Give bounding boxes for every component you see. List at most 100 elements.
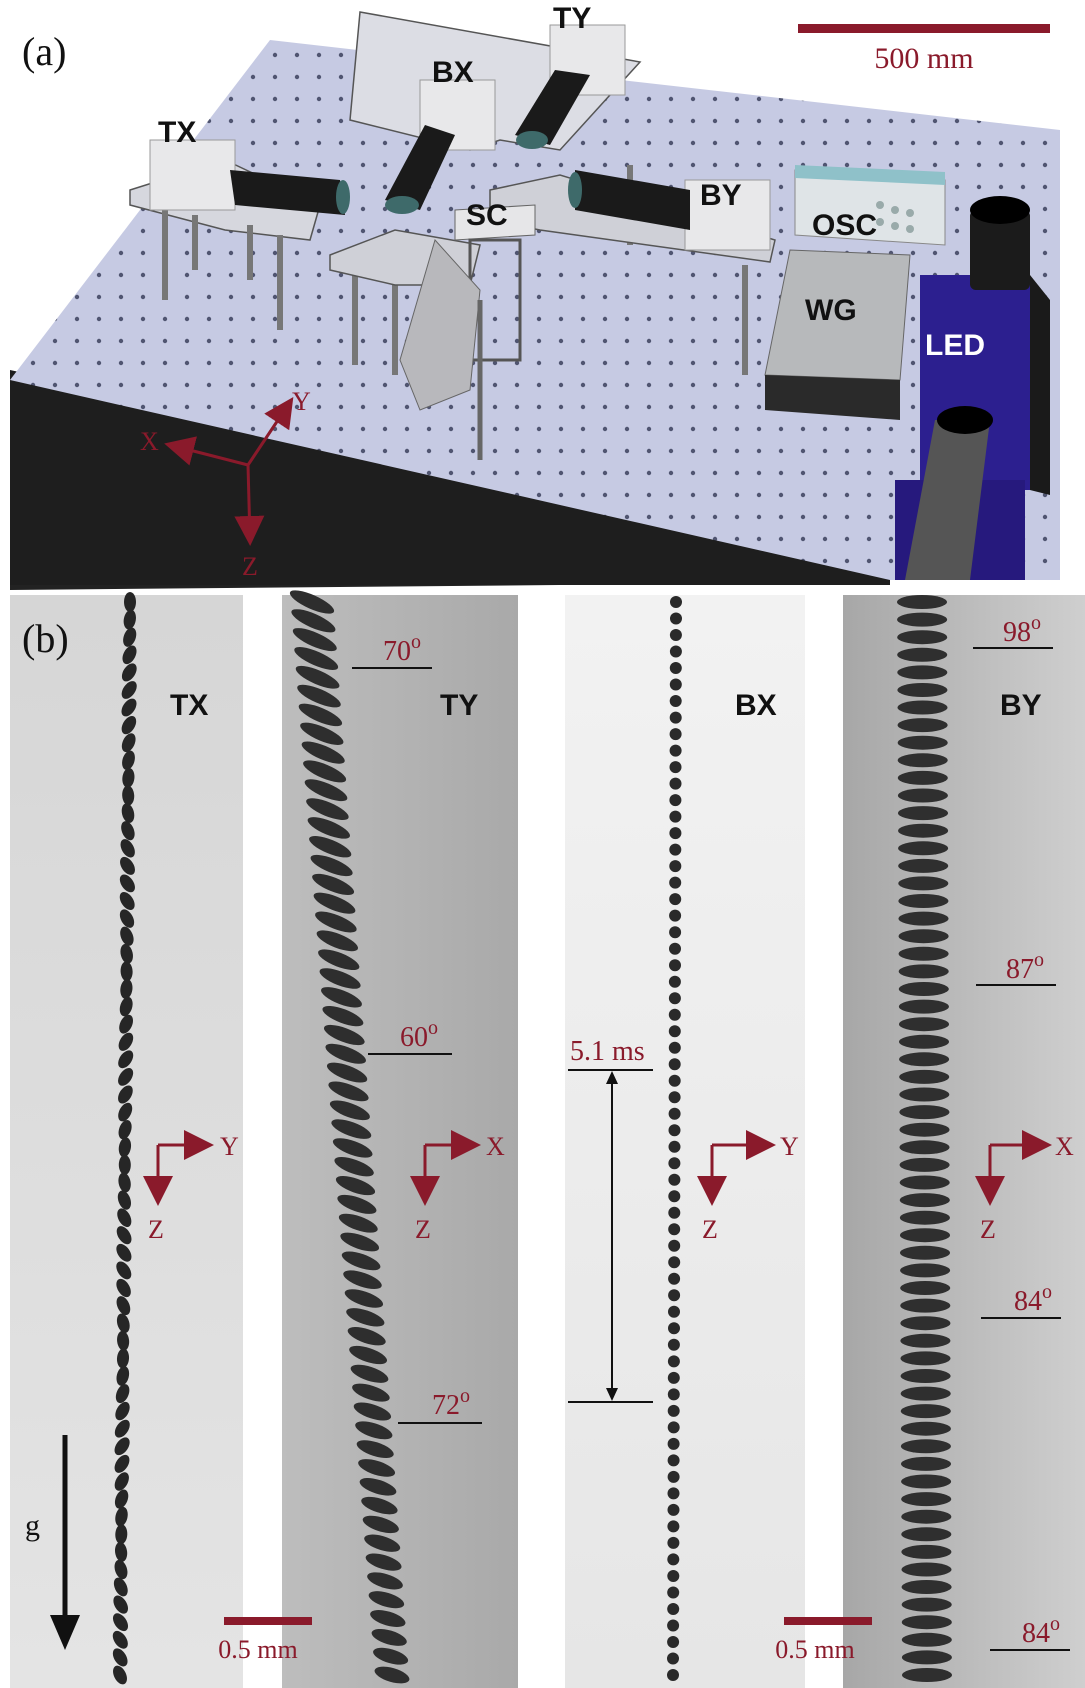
strip-ty [282,595,518,1688]
droplet [897,665,948,680]
droplet [332,1138,373,1158]
droplet [115,1541,128,1562]
droplet [899,1122,950,1137]
droplet [114,1437,130,1456]
droplet [119,996,133,1017]
droplet [897,788,948,803]
droplet [669,744,682,757]
droplet [668,1041,681,1054]
droplet [667,1603,680,1615]
droplet [667,1470,680,1483]
droplet [670,596,682,608]
droplet [343,1270,382,1290]
droplet [668,1025,681,1038]
droplet [900,1439,951,1454]
axis-a-x: X [140,427,159,456]
droplet [668,1239,681,1252]
axis-a-y: Y [292,387,311,416]
time-interval-marker [568,1069,653,1403]
droplet [900,1333,951,1348]
droplet [900,1351,951,1366]
droplet [667,1586,680,1599]
scale-bar-right [784,1617,872,1625]
droplets-bx [667,596,682,1681]
droplet [361,1496,398,1515]
droplet [112,1630,128,1649]
droplet [309,835,352,858]
label-ty: TY [553,2,591,35]
droplet [668,1223,681,1236]
droplet [667,1619,680,1632]
droplet [114,1559,128,1580]
droplet [897,683,948,697]
droplet [669,678,682,691]
strip-label-by: BY [1000,689,1042,722]
axis-ty-v: Z [415,1215,431,1244]
droplet [118,1050,134,1069]
droplet [116,1226,132,1245]
droplet [112,1648,128,1667]
droplet [901,1632,952,1647]
gravity-arrow-head [50,1615,80,1650]
droplet [669,645,682,658]
droplet [346,1308,385,1327]
droplet [118,1137,132,1158]
droplet [667,1487,680,1500]
droplet [667,1437,680,1450]
droplet [899,1017,949,1032]
droplet [123,609,136,630]
droplet [371,1628,407,1646]
droplet [310,854,353,877]
label-led: LED [925,329,985,362]
strip-bx [565,595,805,1688]
droplet [898,858,949,873]
droplet [370,1610,406,1627]
angle-lines-ty [352,667,482,1424]
scale-bar-left [224,1617,312,1625]
droplet [898,841,949,856]
droplet [347,1327,386,1346]
droplet [668,1190,681,1203]
axis-bx-v: Z [702,1215,718,1244]
droplet [344,1289,384,1308]
droplet [898,999,949,1014]
droplet [669,876,682,889]
droplet [667,1520,680,1533]
droplet [374,1666,410,1684]
strip-label-ty: TY [440,689,478,722]
droplet [120,943,133,964]
droplet [897,770,948,785]
droplet [668,1305,680,1318]
droplet [303,760,347,783]
axis-by-v: Z [980,1215,996,1244]
droplet [121,698,137,717]
droplet [121,681,137,699]
droplet [116,1261,132,1280]
droplet [118,1068,134,1086]
droplet [901,1597,952,1612]
droplet [123,627,137,647]
droplet [340,1232,380,1252]
droplet [295,665,340,689]
droplet [667,1371,680,1384]
droplet [118,1154,131,1175]
droplet [669,761,682,774]
droplet [899,1193,950,1208]
droplet [669,810,682,823]
droplet [898,894,949,908]
droplet [117,1190,131,1210]
droplet [341,1251,381,1271]
droplet [898,982,949,996]
droplet [669,695,682,707]
droplet [669,893,682,906]
droplet [667,1553,680,1566]
droplet [312,873,355,895]
droplet [319,968,361,989]
droplet [120,856,135,875]
droplet [900,1369,951,1383]
droplet [120,926,134,946]
droplet [118,1120,132,1140]
strip-label-tx: TX [170,689,208,722]
sample-cell [399,204,536,460]
